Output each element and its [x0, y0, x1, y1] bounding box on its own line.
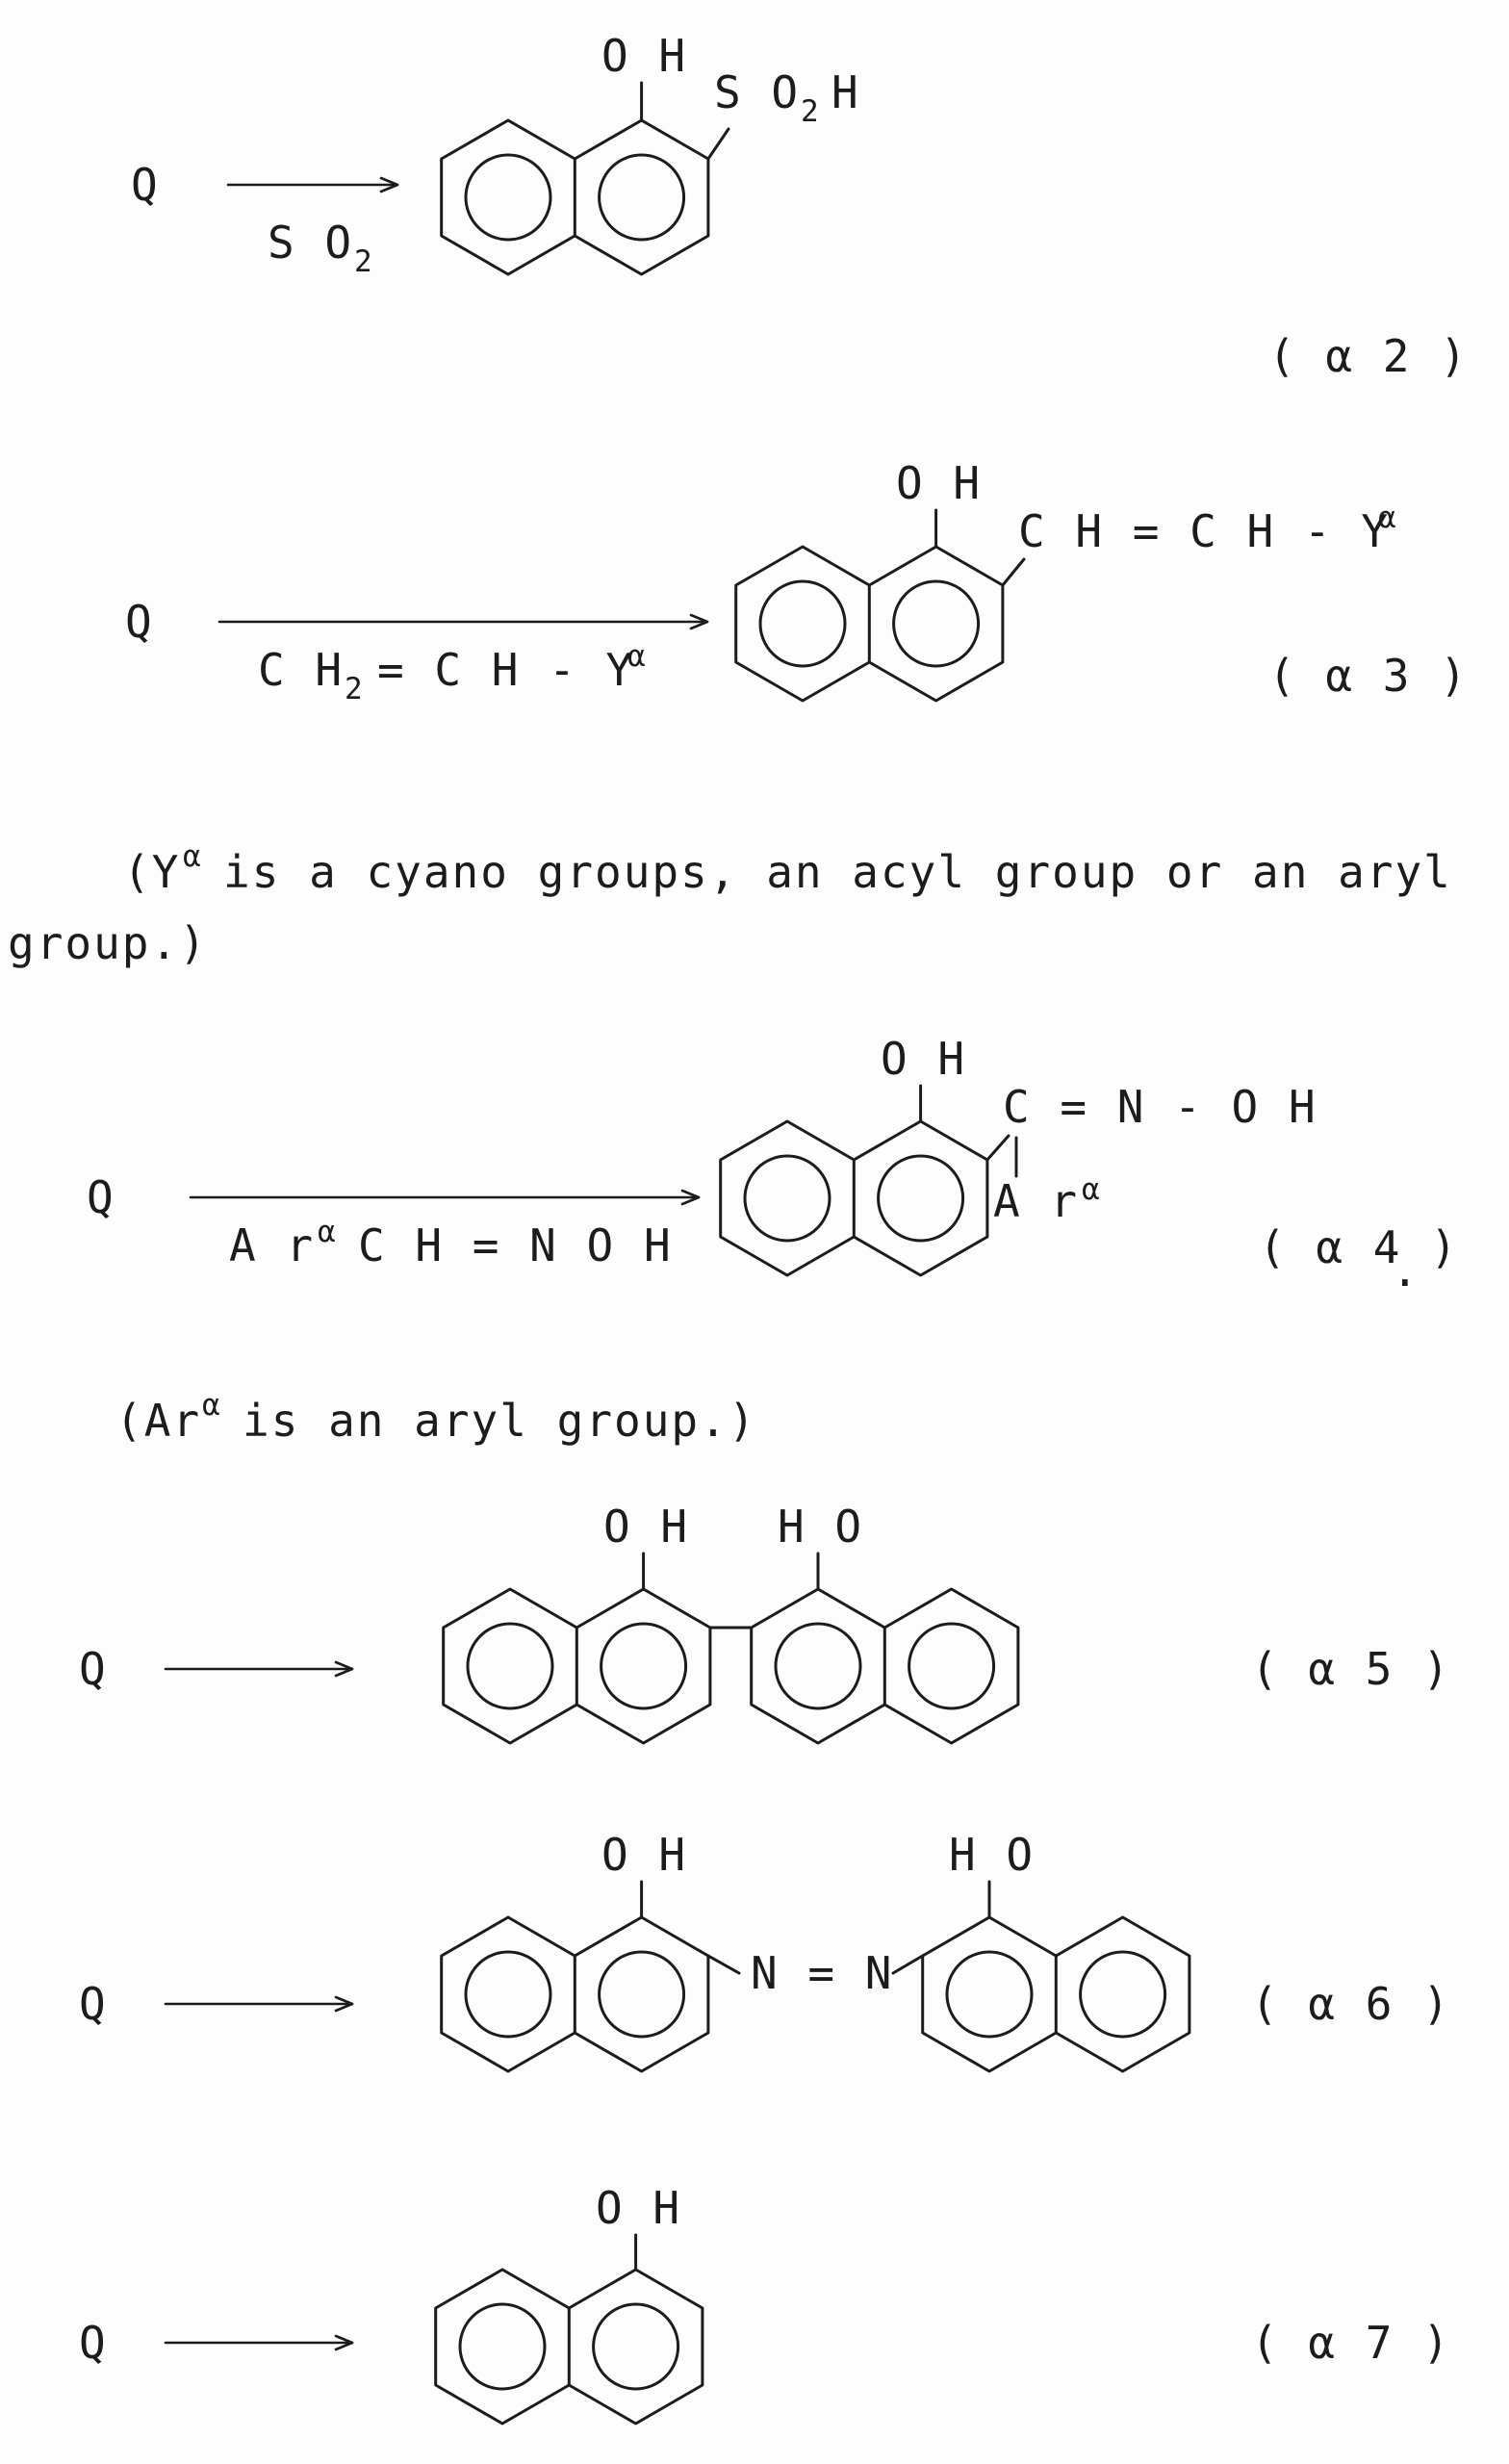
hydroxyl-label-right: H O [778, 1501, 863, 1553]
note-y-open: (Y [123, 846, 180, 898]
reactant-q: Q [125, 596, 154, 648]
equation-tag-a4: ( α 4 ) [1259, 1221, 1459, 1273]
vinyl-group-superscript: α [1378, 500, 1397, 535]
aryl-group-label: A r [993, 1175, 1079, 1227]
reagent-vinyl-superscript: α [627, 639, 647, 674]
reaction-alpha-4: Q A r α C H = N O H O H C = N - O H A r … [87, 1033, 1459, 1296]
reagent-oxime-superscript: α [318, 1215, 337, 1249]
vinyl-group-label: C H = C H - Y [1018, 505, 1390, 557]
hydroxyl-label-right: H O [949, 1829, 1035, 1881]
reaction-alpha-2: Q S O 2 O H S O 2 H ( α 2 ) [131, 30, 1469, 382]
reagent-vinyl-post: = C H - Y [377, 644, 634, 696]
note-y-line1: is a cyano groups, an acyl group or an a… [223, 846, 1452, 898]
substituent-bond [1001, 557, 1026, 587]
hydroxyl-label: O H [596, 2182, 681, 2234]
hydroxyl-label: O H [881, 1033, 966, 1085]
aryl-group-superscript: α [1082, 1172, 1101, 1207]
sulfo-label-h: H [831, 66, 860, 118]
sulfo-label-subscript: 2 [801, 94, 820, 129]
substituent-bond [706, 127, 730, 161]
naphthalene-skeleton [440, 118, 710, 276]
note-ar-open: (Ar [115, 1395, 201, 1447]
reagent-vinyl-pre: C H [258, 644, 344, 696]
reaction-alpha-7: Q O H ( α 7 ) [79, 2182, 1451, 2426]
equation-tag-a3: ( α 3 ) [1268, 650, 1469, 702]
reaction-alpha-3: Q C H 2 = C H - Y α O H C H = C H - Y α … [125, 457, 1469, 706]
reactant-q: Q [87, 1171, 115, 1223]
reactant-q: Q [79, 2317, 108, 2369]
reaction-alpha-6: Q O H N = N H O ( α 6 ) [79, 1829, 1451, 2073]
hydroxyl-label: O H [601, 30, 687, 82]
equation-tag-a2: ( α 2 ) [1268, 330, 1469, 382]
equation-tag-a7: ( α 7 ) [1251, 2317, 1451, 2369]
naphthalene-skeleton-right [921, 1915, 1191, 2073]
equation-tag-a6: ( α 6 ) [1251, 1978, 1451, 2030]
oxime-group-label: C = N - O H [1003, 1081, 1317, 1133]
reactant-q: Q [79, 1643, 108, 1695]
hydroxyl-label-left: O H [603, 1501, 689, 1553]
azo-group-label: N = N [751, 1947, 893, 1999]
note-ar-superscript: α [202, 1388, 221, 1423]
reaction-alpha-5: Q O H H O ( α 5 ) [79, 1501, 1451, 1745]
azo-bond-left [706, 1954, 741, 1975]
naphthalene-skeleton [434, 2268, 704, 2426]
note-y-definition: (Y α is a cyano groups, an acyl group or… [8, 839, 1452, 969]
reagent-so2-label: S O [268, 217, 353, 269]
azo-bond-right [891, 1954, 925, 1975]
reactant-q: Q [79, 1978, 108, 2030]
reactant-q: Q [131, 159, 160, 211]
hydroxyl-label-left: O H [601, 1829, 687, 1881]
naphthalene-skeleton [734, 545, 1005, 703]
reagent-oxime-post: C H = N O H [358, 1219, 673, 1271]
note-y-superscript: α [183, 839, 202, 874]
note-y-line2: group.) [8, 917, 208, 969]
reagent-oxime-pre: A r [229, 1219, 315, 1271]
stray-period-mark: . [1392, 1245, 1420, 1296]
substituent-bond [985, 1134, 1010, 1162]
naphthalene-skeleton-left [440, 1915, 710, 2073]
naphthalene-skeleton-right [750, 1587, 1020, 1745]
naphthalene-skeleton-left [442, 1587, 712, 1745]
reagent-vinyl-subscript: 2 [345, 672, 364, 706]
note-ar-rest: is an aryl group.) [243, 1395, 757, 1447]
sulfo-label-main: S O [714, 66, 800, 118]
equation-tag-a5: ( α 5 ) [1251, 1643, 1451, 1695]
naphthalene-skeleton [719, 1119, 989, 1277]
hydroxyl-label: O H [896, 457, 982, 509]
note-ar-definition: (Ar α is an aryl group.) [115, 1388, 757, 1447]
reagent-so2-subscript: 2 [354, 244, 373, 279]
